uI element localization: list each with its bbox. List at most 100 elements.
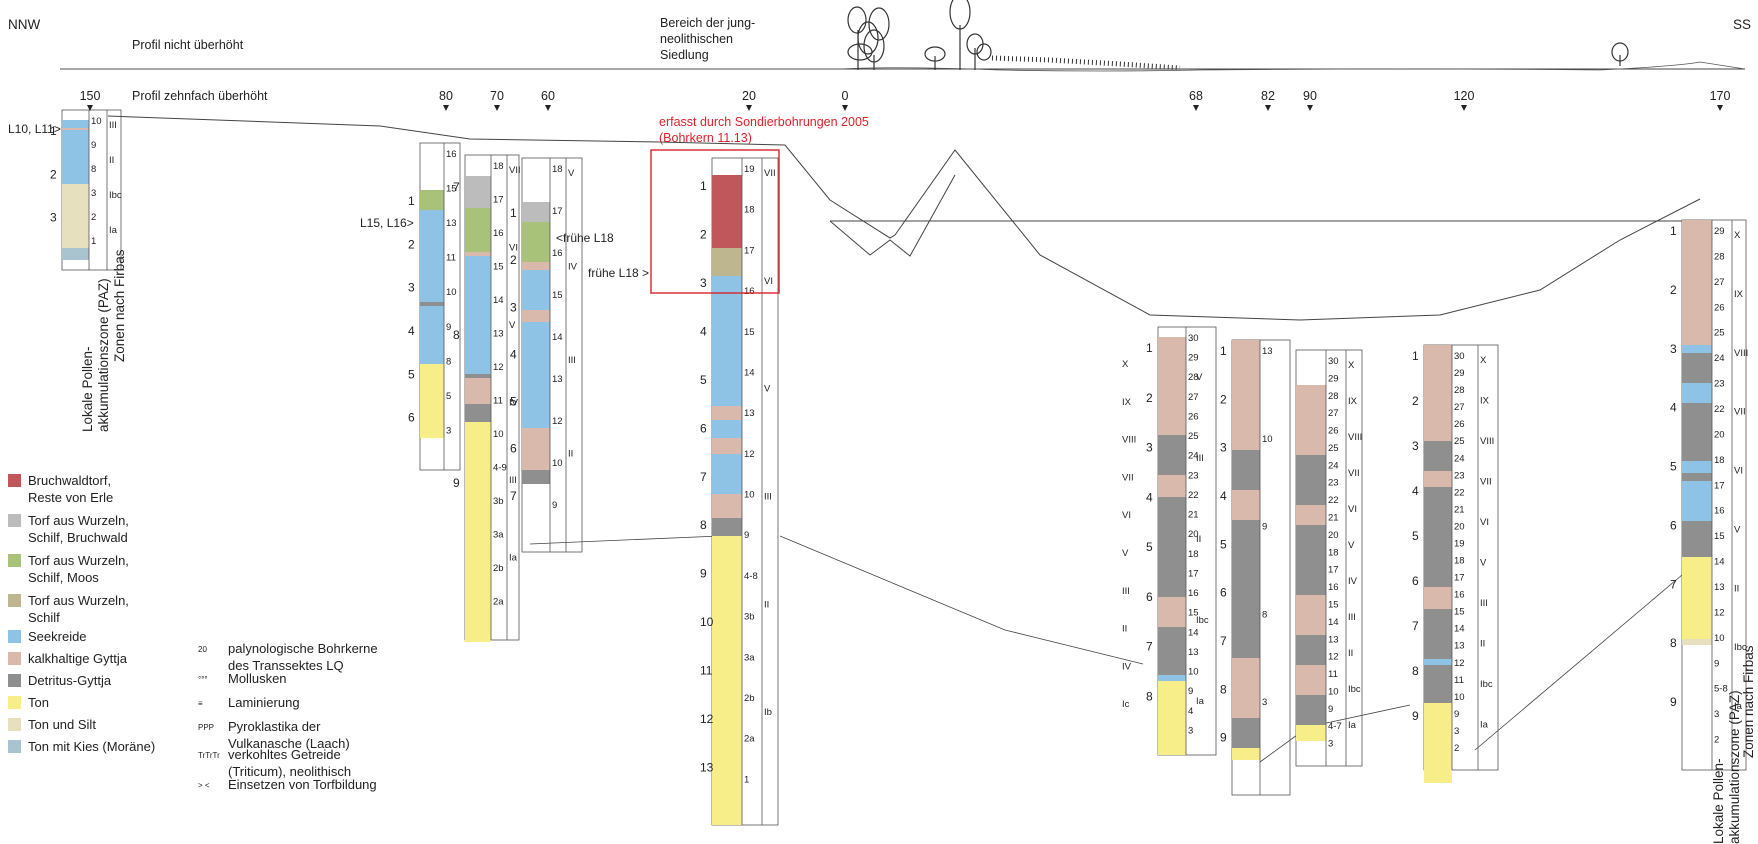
label-fruehe-l18-right: <frühe L18	[556, 231, 614, 245]
core-paz-label: 12	[1328, 652, 1339, 663]
survey-highlight-box	[650, 149, 780, 294]
core-paz-label: 16	[744, 286, 755, 297]
core-paz-label: 17	[1714, 480, 1725, 491]
core-paz-label: 27	[1454, 402, 1465, 413]
marker-150: 150	[70, 90, 110, 111]
core-paz-label: 11	[446, 253, 456, 264]
core-layer	[1232, 450, 1260, 490]
core-firbas-label: Ibc	[1196, 615, 1209, 626]
core-depth-label: 5	[1146, 540, 1153, 554]
core-depth-label: 2	[50, 167, 57, 181]
core-depth-label: 7	[1220, 634, 1227, 648]
core-layer	[1158, 675, 1186, 681]
core-paz-label: 24	[1328, 460, 1339, 471]
core-paz-label: 15	[1188, 608, 1199, 619]
core-layer	[522, 322, 550, 398]
core-layer	[1296, 665, 1326, 695]
core-layer	[712, 406, 742, 420]
core-firbas-label: III	[509, 475, 517, 486]
firbas-title-right: Zonen nach Firbas	[1741, 645, 1756, 758]
core-layer	[1232, 520, 1260, 620]
core-firbas-label: III	[1196, 453, 1204, 464]
core-paz-label: 29	[1714, 226, 1725, 237]
core-depth-label: 9	[1220, 731, 1227, 745]
core-paz-label: 27	[1714, 277, 1725, 288]
symbol-glyph: PPP	[198, 723, 215, 732]
marker-60: 60	[528, 90, 568, 111]
core-depth-label: 6	[1146, 590, 1153, 604]
core-firbas-label: II	[1480, 639, 1485, 650]
core-layer	[1296, 725, 1326, 741]
core-paz-label: 2b	[493, 563, 504, 574]
core-layer	[522, 398, 550, 428]
core-firbas-label: V	[1196, 372, 1203, 383]
core-depth-label: 12	[700, 712, 714, 726]
core-layer	[1158, 337, 1186, 435]
core-paz-label: 21	[1328, 513, 1339, 524]
core-paz-label: 2b	[744, 693, 755, 704]
core-depth-label: 10	[700, 615, 714, 629]
core-paz-label: 3a	[744, 652, 755, 663]
settlement-line3: Siedlung	[660, 48, 709, 62]
core-layer	[712, 454, 742, 494]
core-paz-label: 23	[1454, 470, 1465, 481]
core-paz-label: 30	[1188, 333, 1199, 344]
core-layer	[522, 222, 550, 262]
core-paz-label: 12	[1454, 658, 1465, 669]
core-depth-label: 3	[408, 281, 415, 295]
legend-swatch	[8, 652, 21, 665]
core-depth-label: 1	[510, 206, 517, 220]
core-firbas-label: IV	[1122, 661, 1132, 672]
core-firbas-label: II	[109, 155, 114, 166]
core-layer	[522, 440, 550, 460]
core-paz-label: 9	[446, 322, 451, 333]
core-layer	[62, 184, 89, 248]
core-paz-label: 13	[552, 374, 563, 385]
legend-swatch	[8, 718, 21, 731]
core-depth-label: 6	[510, 442, 517, 456]
core-layer	[1682, 521, 1712, 543]
core-paz-label: 28	[1188, 372, 1199, 383]
core-layer	[465, 414, 491, 422]
core-paz-label: 14	[1328, 617, 1339, 628]
core-paz-label: 15	[1454, 607, 1465, 618]
core-layer	[1232, 490, 1260, 520]
core-paz-label: 22	[1454, 487, 1465, 498]
core-paz-label: 29	[1188, 353, 1199, 364]
core-layer	[1232, 628, 1260, 658]
marker-0: 0	[825, 90, 865, 111]
core-depth-label: 1	[700, 179, 707, 193]
core-paz-label: 3	[1188, 725, 1193, 736]
core-paz-label: 16	[493, 228, 504, 239]
core-layer	[420, 302, 444, 306]
core-depth-label: 3	[1220, 441, 1227, 455]
legend-swatch	[8, 554, 21, 567]
core-firbas-label: IX	[1480, 396, 1490, 407]
core-firbas-label: VI	[764, 276, 773, 287]
core-paz-label: 22	[1714, 404, 1725, 415]
core-depth-label: 2	[1412, 394, 1419, 408]
core-paz-label: 28	[1328, 391, 1339, 402]
core-layer	[1232, 340, 1260, 450]
core-paz-label: 3b	[744, 612, 755, 623]
core-paz-label: 14	[1454, 624, 1465, 635]
core-layer	[1158, 475, 1186, 497]
core-paz-label: 10	[91, 116, 102, 127]
core-depth-label: 9	[453, 476, 460, 490]
core-paz-label: 11	[1328, 669, 1338, 680]
core-firbas-label: V	[509, 320, 516, 331]
core-paz-label: 5	[446, 391, 451, 402]
core-layer	[1158, 627, 1186, 653]
legend-label: kalkhaltige Gyttja	[28, 651, 127, 666]
core-depth-label: 1	[1146, 341, 1153, 355]
core-depth-label: 2	[1146, 391, 1153, 405]
core-paz-label: 18	[1714, 455, 1725, 466]
core-firbas-label: X	[1122, 359, 1129, 370]
core-firbas-label: VII	[1734, 407, 1746, 418]
core-layer	[1682, 481, 1712, 521]
core-paz-label: 12	[552, 416, 563, 427]
legend-label: Ton	[28, 695, 49, 710]
core-paz-label: 11	[1454, 675, 1464, 686]
core-depth-label: 7	[1670, 577, 1677, 591]
core-paz-label: 20	[1714, 429, 1725, 440]
